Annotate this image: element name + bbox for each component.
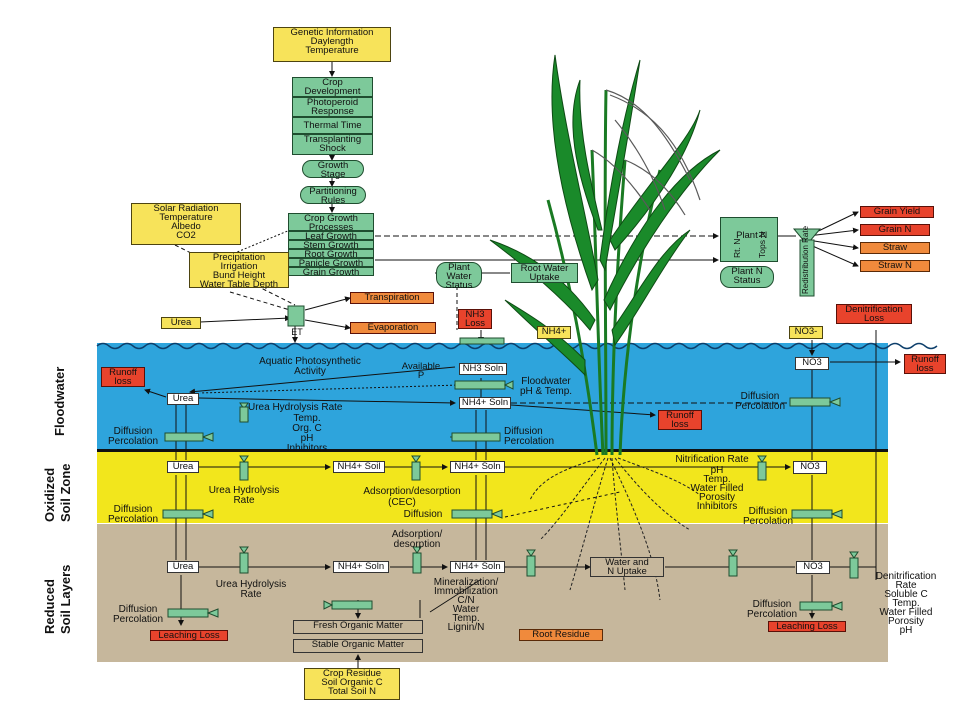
root-growth-box: Root Growth (288, 249, 374, 259)
diffusion-flood-left-label: Diffusion Percolation (107, 426, 159, 447)
nh4-soln-reduced-right-box: NH4+ Soln (450, 561, 505, 573)
denitrification-factors-label: Denitrification Rate Soluble C Temp. Wat… (875, 571, 937, 636)
reduced-soil-zone (97, 524, 888, 662)
stem-growth-box: Stem Growth (288, 240, 374, 250)
diffusion-flood-mid-label: Diffusion Percolation (504, 426, 555, 447)
urea-input-box: Urea (161, 317, 201, 329)
partitioning-rules-pill: Partitioning Rules (300, 186, 366, 205)
plant-n-label: Plant N (736, 230, 768, 241)
leaf-growth-box: Leaf Growth (288, 231, 374, 241)
diffusion-reduced-right-label: Diffusion Percolation (746, 599, 798, 620)
root-water-uptake-box: Root Water Uptake (511, 263, 578, 283)
fresh-organic-matter-box: Fresh Organic Matter (293, 620, 423, 634)
adsorption-reduced-label: Adsorption/ desorption (391, 529, 443, 550)
urea-hydrolysis-factors-label: Temp. Org. C pH Inhibitors (286, 413, 328, 454)
plant-water-status-pill: Plant Water Status (436, 262, 482, 290)
no3-reduced-box: NO3 (796, 561, 830, 574)
genetic-info-box: Genetic Information Daylength Temperatur… (273, 27, 391, 62)
runoff-loss-mid-flag: Runoff loss (658, 410, 702, 430)
solar-radiation-box: Solar Radiation Temperature Albedo CO2 (131, 203, 241, 245)
grain-n-flag: Grain N (860, 224, 930, 236)
nh3-loss-flag: NH3 Loss (458, 309, 492, 329)
mineralization-label: Mineralization/ Immobilization C/N Water… (433, 577, 499, 633)
no3-input-box: NO3- (789, 326, 823, 339)
thermal-time-box: Thermal Time (292, 117, 373, 134)
no3-flood-box: NO3 (795, 357, 829, 370)
leaching-loss-left-flag: Leaching Loss (150, 630, 228, 641)
growth-stage-pill: Growth Stage (302, 160, 364, 179)
available-p-label: Available P (401, 361, 441, 381)
nh4-soln-oxidized-box: NH4+ Soln (450, 461, 505, 473)
panicle-growth-box: Panicle Growth (288, 258, 374, 268)
crop-growth-processes-box: Crop Growth Processes (288, 213, 374, 232)
water-surface-waves (96, 342, 938, 350)
runoff-loss-right-flag: Runoff loss (904, 354, 946, 374)
reduced-zone-label: Reduced Soil Layers (42, 564, 73, 634)
diffusion-oxidized-mid-label: Diffusion (403, 509, 443, 520)
precipitation-box: Precipitation Irrigation Bund Height Wat… (189, 252, 289, 289)
stable-organic-matter-box: Stable Organic Matter (293, 639, 423, 653)
floodwater-ph-label: Floodwater pH & Temp. (519, 376, 573, 397)
urea-hydrolysis-reduced-label: Urea Hydrolysis Rate (215, 579, 287, 600)
diffusion-flood-right-label: Diffusion Percolation (734, 391, 786, 412)
photoperiod-box: Photoperoid Response (292, 97, 373, 117)
straw-flag: Straw (860, 242, 930, 254)
leaching-loss-right-flag: Leaching Loss (768, 621, 846, 632)
floodwater-label: Floodwater (52, 366, 67, 436)
urea-reduced-box: Urea (167, 561, 199, 573)
floodwater-zone (97, 343, 888, 450)
transpiration-flag: Transpiration (350, 292, 434, 304)
rice-panicles (591, 89, 701, 216)
diffusion-oxidized-left-label: Diffusion Percolation (107, 504, 159, 525)
cec-label: (CEC) (388, 497, 416, 508)
plant-n-status-pill: Plant N Status (720, 266, 774, 288)
diffusion-oxidized-right-label: Diffusion Percolation (742, 506, 794, 527)
soil-water-boundary (97, 449, 888, 452)
crop-development-box: Crop Development (292, 77, 373, 97)
grain-yield-flag: Grain Yield (860, 206, 934, 218)
no3-oxidized-box: NO3 (793, 461, 827, 474)
rice-roots (529, 457, 701, 601)
urea-hydrolysis-flood-label: Urea Hydrolysis Rate (248, 402, 343, 413)
evaporation-flag: Evaporation (350, 322, 436, 334)
urea-oxidized-box: Urea (167, 461, 199, 473)
oxidized-zone-label: Oxidized Soil Zone (42, 463, 73, 523)
nh4-soil-box: NH4+ Soil (333, 461, 385, 473)
nitrification-factors-label: pH Temp. Water Filled Porosity Inhibitor… (690, 465, 744, 512)
runoff-loss-left-flag: Runoff loss (101, 367, 145, 387)
redistribution-rate-label: Redistribution Rate (801, 225, 810, 294)
urea-hydrolysis-oxidized-label: Urea Hydrolysis Rate (208, 485, 280, 506)
nh4-input-box: NH4+ (537, 326, 571, 339)
nh4-soln-reduced-left-box: NH4+ Soln (333, 561, 389, 573)
crop-residue-input-box: Crop Residue Soil Organic C Total Soil N (304, 668, 400, 700)
root-n-label: Rt. N (732, 238, 742, 258)
denitrification-loss-flag: Denitrification Loss (836, 304, 912, 324)
adsorption-oxidized-label: Adsorption/desorption (363, 486, 461, 497)
straw-n-flag: Straw N (860, 260, 930, 272)
plant-n-box: Plant N (720, 217, 778, 262)
grain-growth-box: Grain Growth (288, 267, 374, 277)
nh4-soln-flood-box: NH4+ Soln (459, 397, 511, 409)
water-n-uptake-box: Water and N Uptake (590, 557, 664, 577)
aquatic-photosynthetic-label: Aquatic Photosynthetic Activity (259, 356, 361, 377)
root-residue-flag: Root Residue (519, 629, 603, 641)
tops-n-label: Tops N (757, 231, 767, 258)
nh3-soln-box: NH3 Soln (459, 363, 507, 375)
urea-flood-box: Urea (167, 393, 199, 405)
nitrification-rate-label: Nitrification Rate (675, 454, 749, 465)
transplanting-shock-box: Transplanting Shock (292, 134, 373, 155)
et-label: ET (291, 327, 303, 337)
diffusion-reduced-left-label: Diffusion Percolation (112, 604, 164, 625)
